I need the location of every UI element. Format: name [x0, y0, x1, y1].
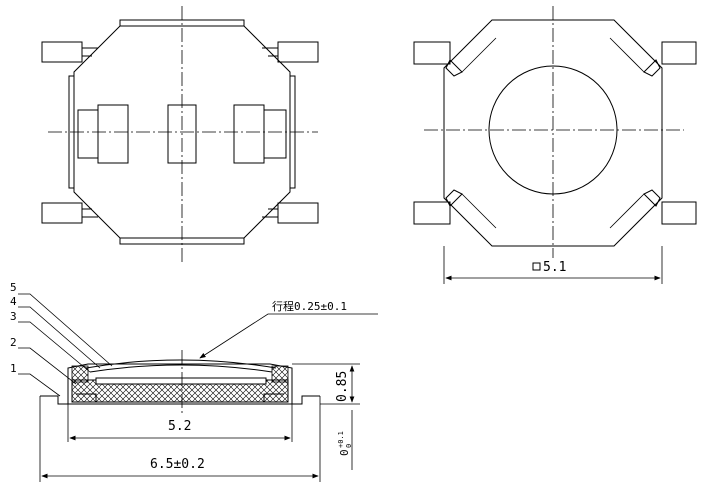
top-view-left	[41, 6, 319, 262]
height-dimension-label: 0.85	[335, 371, 350, 402]
callout-5: 5	[10, 281, 17, 294]
lead-bottom-right	[661, 201, 697, 225]
square-symbol-icon	[532, 262, 541, 271]
base-outline	[40, 395, 320, 405]
contact-plate	[95, 377, 267, 385]
callout-4: 4	[10, 295, 17, 308]
section-view: 5 4 3 2 1 行程0.25±0.1 0.85 0 +0.1 0 5.2 6…	[10, 281, 378, 482]
left-contact	[97, 104, 129, 164]
svg-text:0: 0	[338, 449, 351, 456]
lead-top-left	[413, 41, 451, 65]
top-view-right: 5.1	[413, 6, 697, 284]
lead-top-right	[661, 41, 697, 65]
svg-text:0: 0	[345, 444, 353, 448]
travel-label: 行程0.25±0.1	[272, 300, 347, 313]
outer-width-dimension-label: 6.5±0.2	[150, 457, 205, 472]
cover-film	[85, 359, 277, 369]
svg-text:+0.1: +0.1	[337, 431, 345, 448]
inner-width-dimension-label: 5.2	[168, 419, 191, 434]
width-dimension-label: 5.1	[543, 260, 566, 275]
right-contact	[233, 104, 265, 164]
lead-bottom-left	[413, 201, 451, 225]
switch-body-outline	[443, 19, 663, 247]
lead-bottom-left	[41, 202, 83, 224]
callout-1: 1	[10, 362, 17, 375]
lead-top-right	[277, 41, 319, 63]
lead-top-left	[41, 41, 83, 63]
callout-2: 2	[10, 336, 17, 349]
metal-dome	[89, 364, 273, 373]
standoff-dimension-label: 0 +0.1 0	[337, 431, 353, 456]
lead-bottom-right	[277, 202, 319, 224]
callout-3: 3	[10, 310, 17, 323]
